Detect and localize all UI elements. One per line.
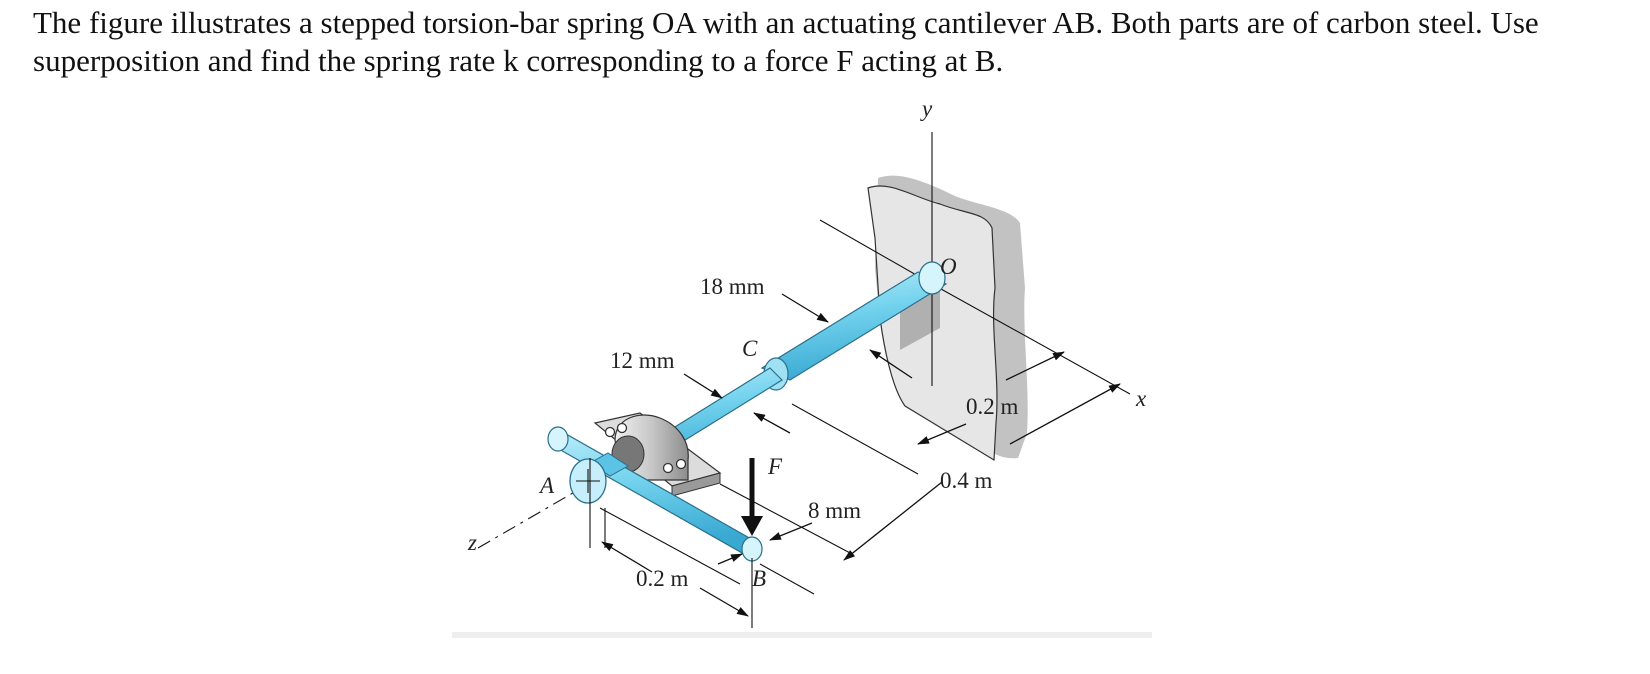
- wall-diagonal-line: [819, 219, 933, 285]
- force-arrow: [741, 458, 763, 536]
- label-y-axis: y: [920, 96, 933, 121]
- label-force-f: F: [767, 454, 783, 479]
- figure-bottom-edge: [452, 632, 1152, 638]
- label-dia-18: 18 mm: [700, 274, 765, 299]
- coordinate-axes: [477, 132, 1131, 549]
- label-z-axis: z: [467, 530, 477, 555]
- x-axis-line: [931, 283, 1131, 395]
- label-x-axis: x: [1135, 386, 1147, 411]
- problem-statement: The figure illustrates a stepped torsion…: [33, 5, 1539, 78]
- label-point-a: A: [538, 473, 555, 498]
- label-len-ab: 0.2 m: [636, 566, 689, 591]
- label-point-b: B: [752, 566, 766, 591]
- label-point-c: C: [742, 336, 758, 361]
- z-axis-line: [477, 482, 591, 549]
- label-len-oc: 0.2 m: [966, 394, 1019, 419]
- label-len-oa: 0.4 m: [940, 468, 993, 493]
- label-point-o: O: [940, 254, 957, 279]
- cantilever-end-b: [741, 536, 763, 562]
- diagram-labels: y x z O A B C F 18 mm 12 mm 8 mm 0.2 m 0…: [467, 96, 1147, 591]
- dimension-lines: [589, 293, 1121, 628]
- bearing-block: [593, 412, 722, 497]
- label-dia-8: 8 mm: [808, 498, 861, 523]
- cantilever-arm: [547, 426, 763, 562]
- label-dia-12: 12 mm: [610, 348, 675, 373]
- torsion-bar-diagram: y x z O A B C F 18 mm 12 mm 8 mm 0.2 m 0…: [452, 96, 1152, 638]
- shaft-end-o: [918, 261, 946, 295]
